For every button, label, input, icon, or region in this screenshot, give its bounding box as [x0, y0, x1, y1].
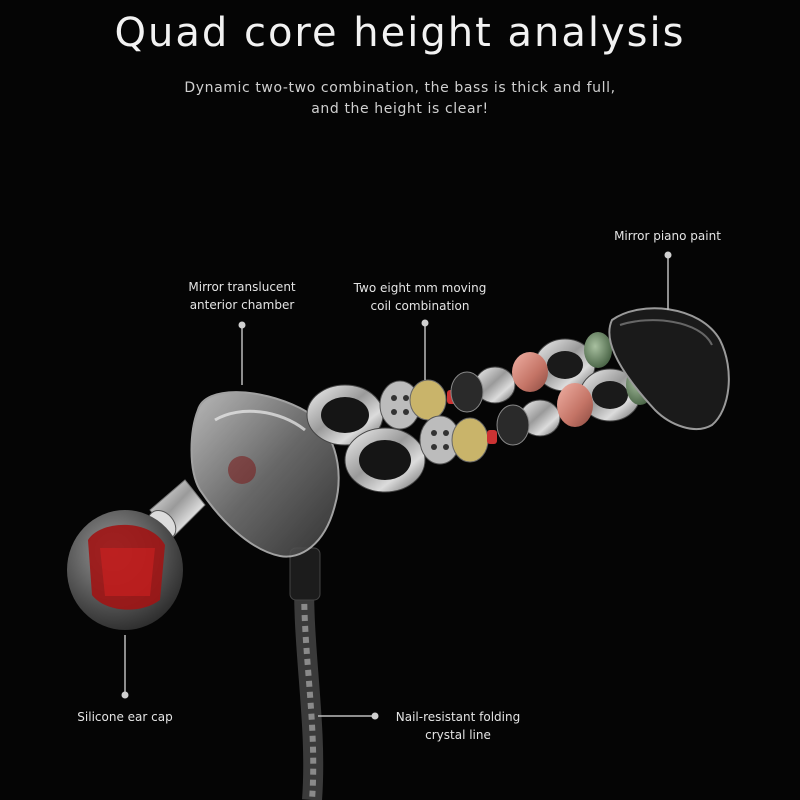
label-coil-line-2: coil combination	[370, 299, 470, 313]
label-crystal-line: Nail-resistant folding crystal line	[388, 708, 528, 744]
label-silicone-ear-cap: Silicone ear cap	[77, 710, 173, 724]
crystal-line-cable	[289, 547, 324, 800]
mirror-piano-paint-cover	[608, 307, 730, 430]
page-title: Quad core height analysis	[114, 10, 686, 56]
label-crystal-line-2: crystal line	[425, 728, 491, 742]
metal-rings	[306, 338, 641, 493]
label-coil-line-1: Two eight mm moving	[353, 281, 487, 295]
silicone-ear-cap	[67, 510, 183, 630]
label-translucent-chamber: Mirror translucent anterior chamber	[172, 278, 312, 314]
label-chamber-line-2: anterior chamber	[189, 298, 295, 312]
page-subtitle: Dynamic two-two combination, the bass is…	[150, 78, 650, 120]
translucent-chamber	[147, 391, 340, 558]
subtitle-line-2: and the height is clear!	[311, 101, 489, 117]
copper-rings	[512, 352, 593, 427]
callout-lines	[121, 251, 672, 720]
label-mirror-piano-paint: Mirror piano paint	[614, 229, 721, 243]
subtitle-line-1: Dynamic two-two combination, the bass is…	[184, 80, 616, 96]
label-crystal-line-1: Nail-resistant folding	[395, 710, 521, 724]
label-moving-coil: Two eight mm moving coil combination	[345, 279, 495, 315]
moving-coil-drivers	[379, 371, 530, 465]
label-chamber-line-1: Mirror translucent	[188, 280, 296, 294]
